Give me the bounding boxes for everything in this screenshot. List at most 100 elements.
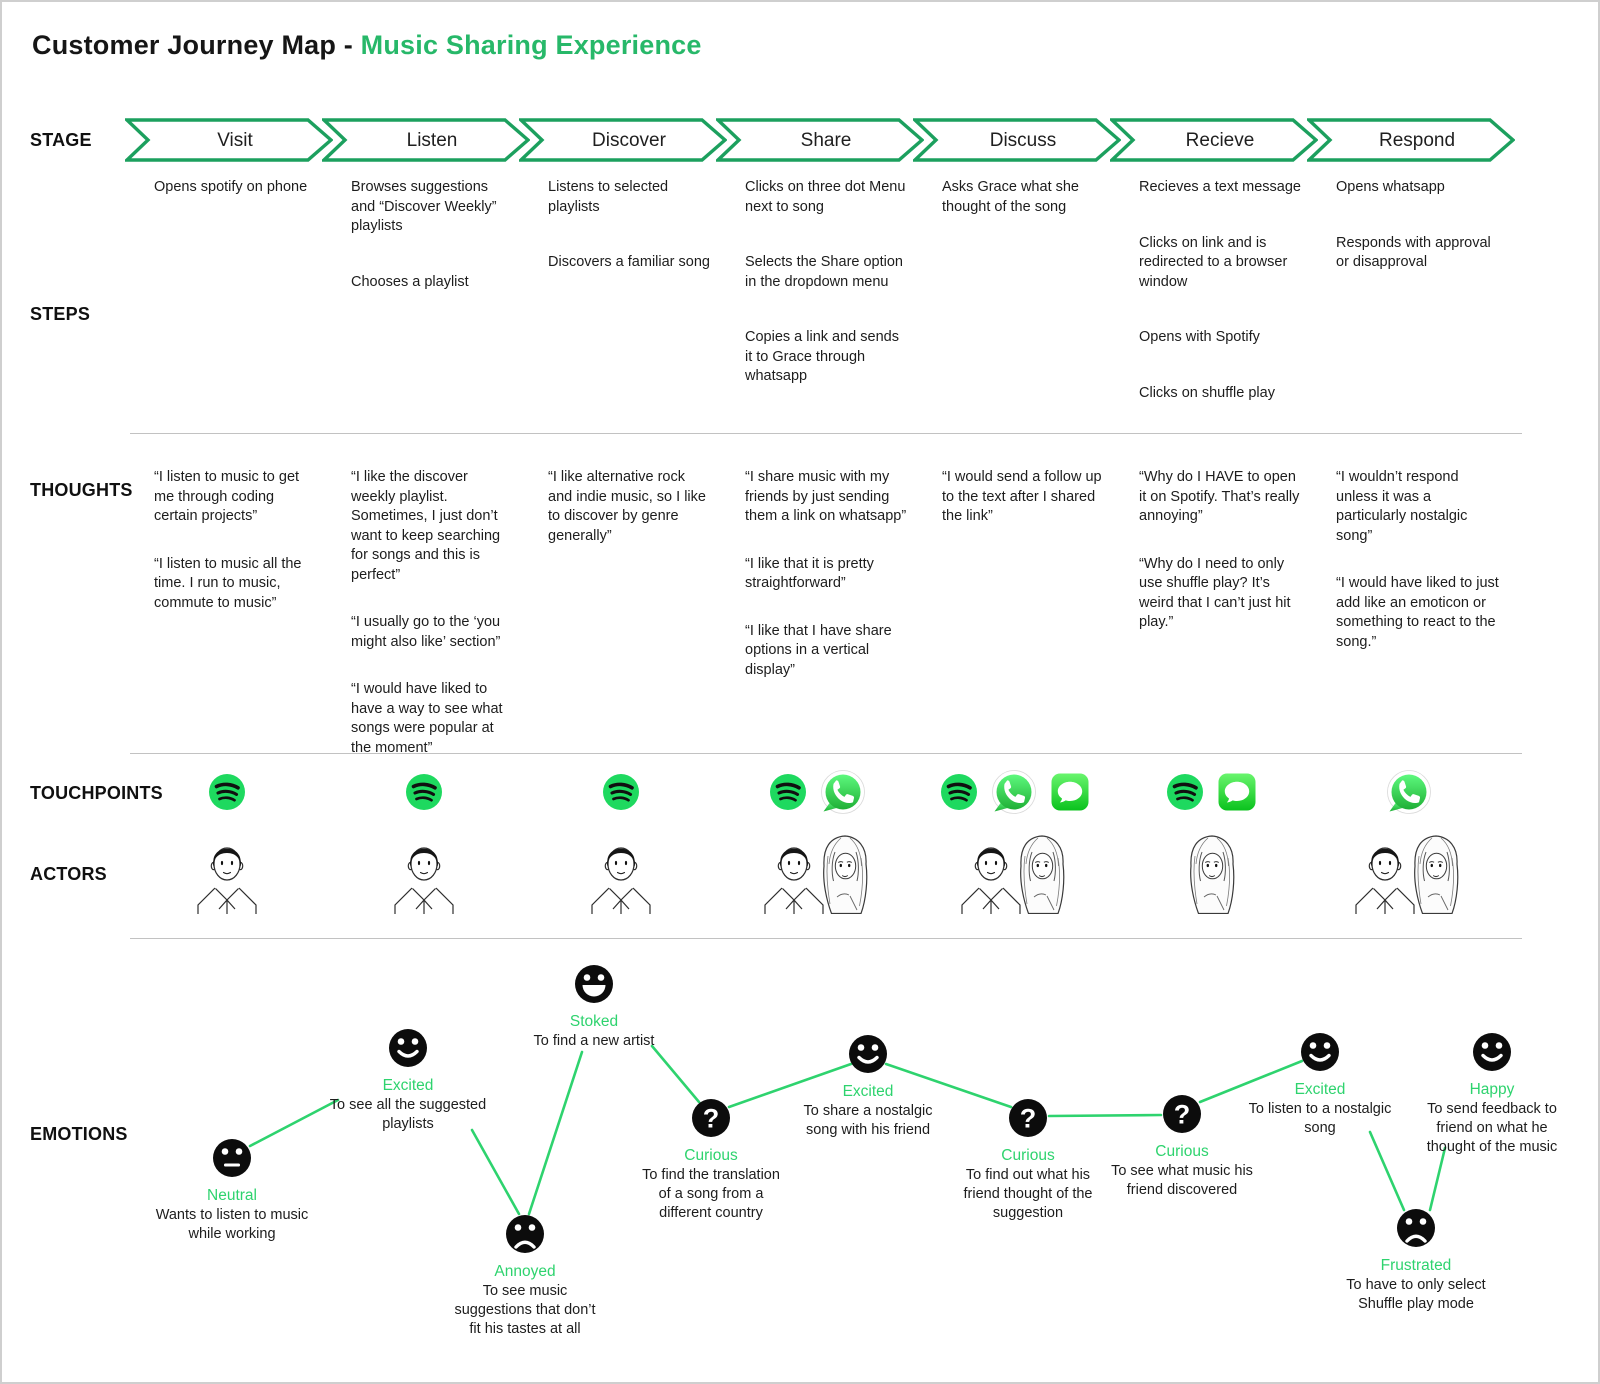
stage-name: Visit [217,130,253,151]
emotion-description-line: To listen to a nostalgic [1249,1101,1392,1117]
step-item: Browses suggestions and “Discover Weekly… [351,179,497,234]
emotion-connector-line [650,1044,701,1104]
thoughts-column-discuss: “I would send a follow up to the text af… [916,468,1113,555]
actors-cell-visit [128,834,325,914]
emotion-connector-line [1368,1130,1406,1212]
emotion-description-line: To share a nostalgic [804,1103,933,1119]
touchpoints-cell-discuss [916,768,1113,816]
emotion-description-line: suggestions that don’t [454,1302,595,1318]
stage-arrow-listen: Listen [319,118,531,162]
emotion-description-line: To have to only select [1346,1277,1485,1293]
emotion-label: Curious [684,1147,738,1164]
step-item: Asks Grace what she thought of the song [942,179,1079,215]
row-label-emotions: EMOTIONS [30,1124,128,1144]
emotion-face-curious-1: ? [692,1099,730,1137]
svg-text:?: ? [703,1104,720,1134]
emotion-description-line: To find a new artist [534,1033,655,1049]
thoughts-column-discover: “I like alternative rock and indie music… [522,468,719,574]
step-item: Chooses a playlist [351,273,469,290]
spotify-icon [208,774,245,810]
step-item: Opens whatsapp [1336,179,1445,195]
emotion-description-line: To see music [483,1283,568,1299]
stage-name: Share [801,130,852,151]
emotion-face-happy [1473,1033,1511,1071]
man-actor-icon [590,847,651,914]
emotion-label: Curious [1001,1147,1055,1164]
step-item: Opens with Spotify [1139,329,1260,345]
stage-arrow-share: Share [713,118,925,162]
spotify-icon [940,774,977,810]
emotion-description-line: To see what music his [1111,1163,1253,1179]
stage-arrow-recieve: Recieve [1107,118,1319,162]
emotion-connector-line [727,1062,853,1109]
emotion-label: Excited [843,1083,894,1100]
step-item: Clicks on link and is redirected to a br… [1139,234,1288,290]
steps-column-discuss: Asks Grace what she thought of the song [916,178,1113,253]
emotion-face-excited-3 [1301,1033,1339,1071]
separator-steps-thoughts [130,433,1522,434]
emotion-face-neutral [213,1139,251,1177]
thought-quote: “I listen to music to get me through cod… [154,469,300,524]
step-item: Copies a link and sends it to Grace thro… [745,329,899,384]
emotion-face-curious-3: ? [1163,1095,1201,1133]
step-item: Selects the Share option in the dropdown… [745,254,903,290]
man-actor-icon [1354,847,1415,914]
row-label-thoughts: THOUGHTS [30,480,133,500]
man-actor-icon [763,847,824,914]
emotion-connector-line [884,1062,1013,1109]
spotify-icon [770,774,806,810]
row-label-steps: STEPS [30,304,91,324]
emotion-description-line: playlists [382,1116,434,1132]
emotion-description-line: of a song from a [659,1186,765,1202]
step-item: Clicks on three dot Menu next to song [745,179,906,215]
imessage-icon [1218,773,1256,811]
emotion-label: Annoyed [494,1263,555,1280]
emotion-description-line: song with his friend [806,1122,930,1138]
svg-text:?: ? [1020,1104,1037,1134]
step-item: Opens spotify on phone [154,179,308,195]
steps-column-listen: Browses suggestions and “Discover Weekly… [325,178,522,328]
page-title-highlight: Music Sharing Experience [360,30,702,60]
thoughts-column-visit: “I listen to music to get me through cod… [128,468,325,641]
emotion-face-stoked [575,965,613,1003]
touchpoints-cell-discover [522,768,719,816]
thought-quote: “Why do I need to only use shuffle play?… [1139,555,1291,631]
actors-cell-discover [522,834,719,914]
woman-actor-icon [1413,835,1458,914]
spotify-icon [405,774,442,810]
emotion-connector-line [1428,1146,1447,1212]
man-actor-icon [393,847,454,914]
row-label-stage: STAGE [30,130,92,150]
step-item: Listens to selected playlists [548,179,669,215]
thoughts-column-share: “I share music with my friends by just s… [719,468,916,708]
actors-cell-recieve [1113,834,1310,914]
thought-quote: “I would have liked to have a way to see… [351,681,503,756]
imessage-icon [1051,773,1088,811]
touchpoints-cell-respond [1310,768,1507,816]
touchpoints-cell-share [719,768,916,816]
step-item: Responds with approval or disapproval [1336,234,1491,271]
whatsapp-icon [1386,770,1431,814]
stage-arrow-respond: Respond [1304,118,1516,162]
emotion-description-line: while working [187,1226,275,1242]
emotion-description-line: song [1304,1120,1335,1136]
emotion-connector-line [1047,1113,1163,1118]
row-label-touchpoints: TOUCHPOINTS [30,783,163,803]
svg-text:?: ? [1174,1100,1191,1130]
whatsapp-icon [821,770,865,814]
emotion-description-line: To find the translation [642,1167,780,1183]
emotion-label: Excited [1295,1081,1346,1098]
emotion-description-line: different country [659,1205,763,1221]
thought-quote: “Why do I HAVE to open it on Spotify. Th… [1139,469,1300,524]
emotion-description-line: To find out what his [966,1167,1090,1183]
woman-actor-icon [822,835,867,914]
touchpoints-cell-recieve [1113,768,1310,816]
emotion-label: Neutral [207,1187,257,1204]
emotion-label: Curious [1155,1143,1209,1160]
thoughts-column-recieve: “Why do I HAVE to open it on Spotify. Th… [1113,468,1310,661]
emotion-face-excited-2 [849,1035,887,1073]
